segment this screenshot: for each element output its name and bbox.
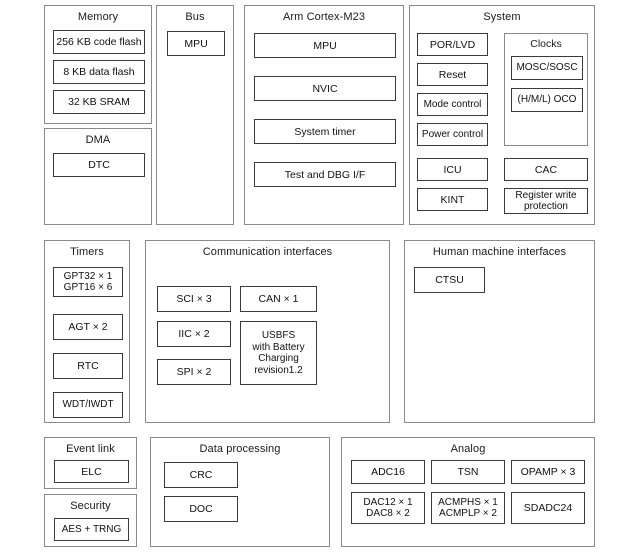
block-opamp: OPAMP × 3 (511, 460, 585, 484)
usbfs-line4: revision1.2 (254, 364, 303, 376)
block-por-lvd: POR/LVD (417, 33, 488, 56)
register-write-protection-line1: Register write (515, 189, 577, 201)
block-can: CAN × 1 (240, 286, 317, 312)
block-gpt: GPT32 × 1 GPT16 × 6 (53, 267, 123, 297)
usbfs-line3: Charging (258, 353, 299, 364)
gpt-line1: GPT32 × 1 (63, 270, 113, 282)
block-usbfs: USBFS with Battery Charging revision1.2 (240, 321, 317, 385)
panel-data-processing: Data processing CRC DOC (150, 437, 330, 547)
block-power-control: Power control (417, 123, 488, 146)
block-data-flash: 8 KB data flash (53, 60, 145, 84)
block-cpu-mpu: MPU (254, 33, 396, 58)
block-crc: CRC (164, 462, 238, 488)
panel-bus: Bus MPU (156, 5, 234, 225)
panel-security: Security AES + TRNG (44, 494, 137, 547)
panel-memory-title: Memory (77, 11, 119, 23)
block-icu: ICU (417, 158, 488, 181)
panel-communication: Communication interfaces SCI × 3 IIC × 2… (145, 240, 390, 423)
block-rtc: RTC (53, 353, 123, 379)
block-hml-oco: (H/M/L) OCO (511, 88, 583, 112)
panel-analog-title: Analog (450, 443, 486, 455)
panel-event-link: Event link ELC (44, 437, 137, 489)
acmp-line2: ACMPLP × 2 (439, 508, 497, 519)
block-dtc: DTC (53, 153, 145, 177)
block-code-flash: 256 KB code flash (53, 30, 145, 54)
gpt-line2: GPT16 × 6 (63, 282, 113, 293)
block-adc16: ADC16 (351, 460, 425, 484)
dac-line2: DAC8 × 2 (366, 508, 410, 519)
panel-security-title: Security (70, 500, 111, 512)
register-write-protection-line2: protection (524, 201, 568, 212)
panel-cpu-title: Arm Cortex-M23 (282, 11, 366, 23)
block-doc: DOC (164, 496, 238, 522)
panel-hmi: Human machine interfaces CTSU (404, 240, 595, 423)
block-register-write-protection: Register write protection (504, 188, 588, 214)
block-spi: SPI × 2 (157, 359, 231, 385)
block-agt: AGT × 2 (53, 314, 123, 340)
block-reset: Reset (417, 63, 488, 86)
block-mode-control: Mode control (417, 93, 488, 116)
panel-system: System POR/LVD Reset Mode control Power … (409, 5, 595, 225)
block-elc: ELC (54, 460, 129, 483)
block-wdt-iwdt: WDT/IWDT (53, 392, 123, 418)
panel-hmi-title: Human machine interfaces (432, 246, 567, 258)
panel-memory: Memory 256 KB code flash 8 KB data flash… (44, 5, 152, 124)
block-test-dbg-if: Test and DBG I/F (254, 162, 396, 187)
panel-communication-title: Communication interfaces (202, 246, 333, 258)
usbfs-line1: USBFS (261, 330, 296, 341)
block-mosc-sosc: MOSC/SOSC (511, 56, 583, 80)
block-system-timer: System timer (254, 119, 396, 144)
panel-cpu: Arm Cortex-M23 MPU NVIC System timer Tes… (244, 5, 404, 225)
panel-data-processing-title: Data processing (199, 443, 281, 455)
panel-timers: Timers GPT32 × 1 GPT16 × 6 AGT × 2 RTC W… (44, 240, 130, 423)
panel-analog: Analog ADC16 TSN OPAMP × 3 DAC12 × 1 DAC… (341, 437, 595, 547)
block-dac: DAC12 × 1 DAC8 × 2 (351, 492, 425, 524)
panel-timers-title: Timers (70, 246, 104, 258)
block-sdadc24: SDADC24 (511, 492, 585, 524)
block-nvic: NVIC (254, 76, 396, 101)
block-sram: 32 KB SRAM (53, 90, 145, 114)
block-cac: CAC (504, 158, 588, 181)
block-acmp: ACMPHS × 1 ACMPLP × 2 (431, 492, 505, 524)
subpanel-clocks-title: Clocks (530, 38, 562, 50)
panel-dma: DMA DTC (44, 128, 152, 225)
block-sci: SCI × 3 (157, 286, 231, 312)
panel-event-link-title: Event link (66, 443, 115, 455)
dac-line1: DAC12 × 1 (363, 496, 413, 508)
acmp-line1: ACMPHS × 1 (438, 496, 498, 508)
panel-bus-title: Bus (185, 11, 205, 23)
block-ctsu: CTSU (414, 267, 485, 293)
block-tsn: TSN (431, 460, 505, 484)
block-kint: KINT (417, 188, 488, 211)
block-iic: IIC × 2 (157, 321, 231, 347)
panel-dma-title: DMA (85, 134, 111, 146)
panel-system-title: System (483, 11, 521, 23)
block-bus-mpu: MPU (167, 31, 225, 56)
subpanel-clocks: Clocks MOSC/SOSC (H/M/L) OCO (504, 33, 588, 146)
block-aes-trng: AES + TRNG (54, 518, 129, 541)
usbfs-line2: with Battery (252, 341, 305, 353)
